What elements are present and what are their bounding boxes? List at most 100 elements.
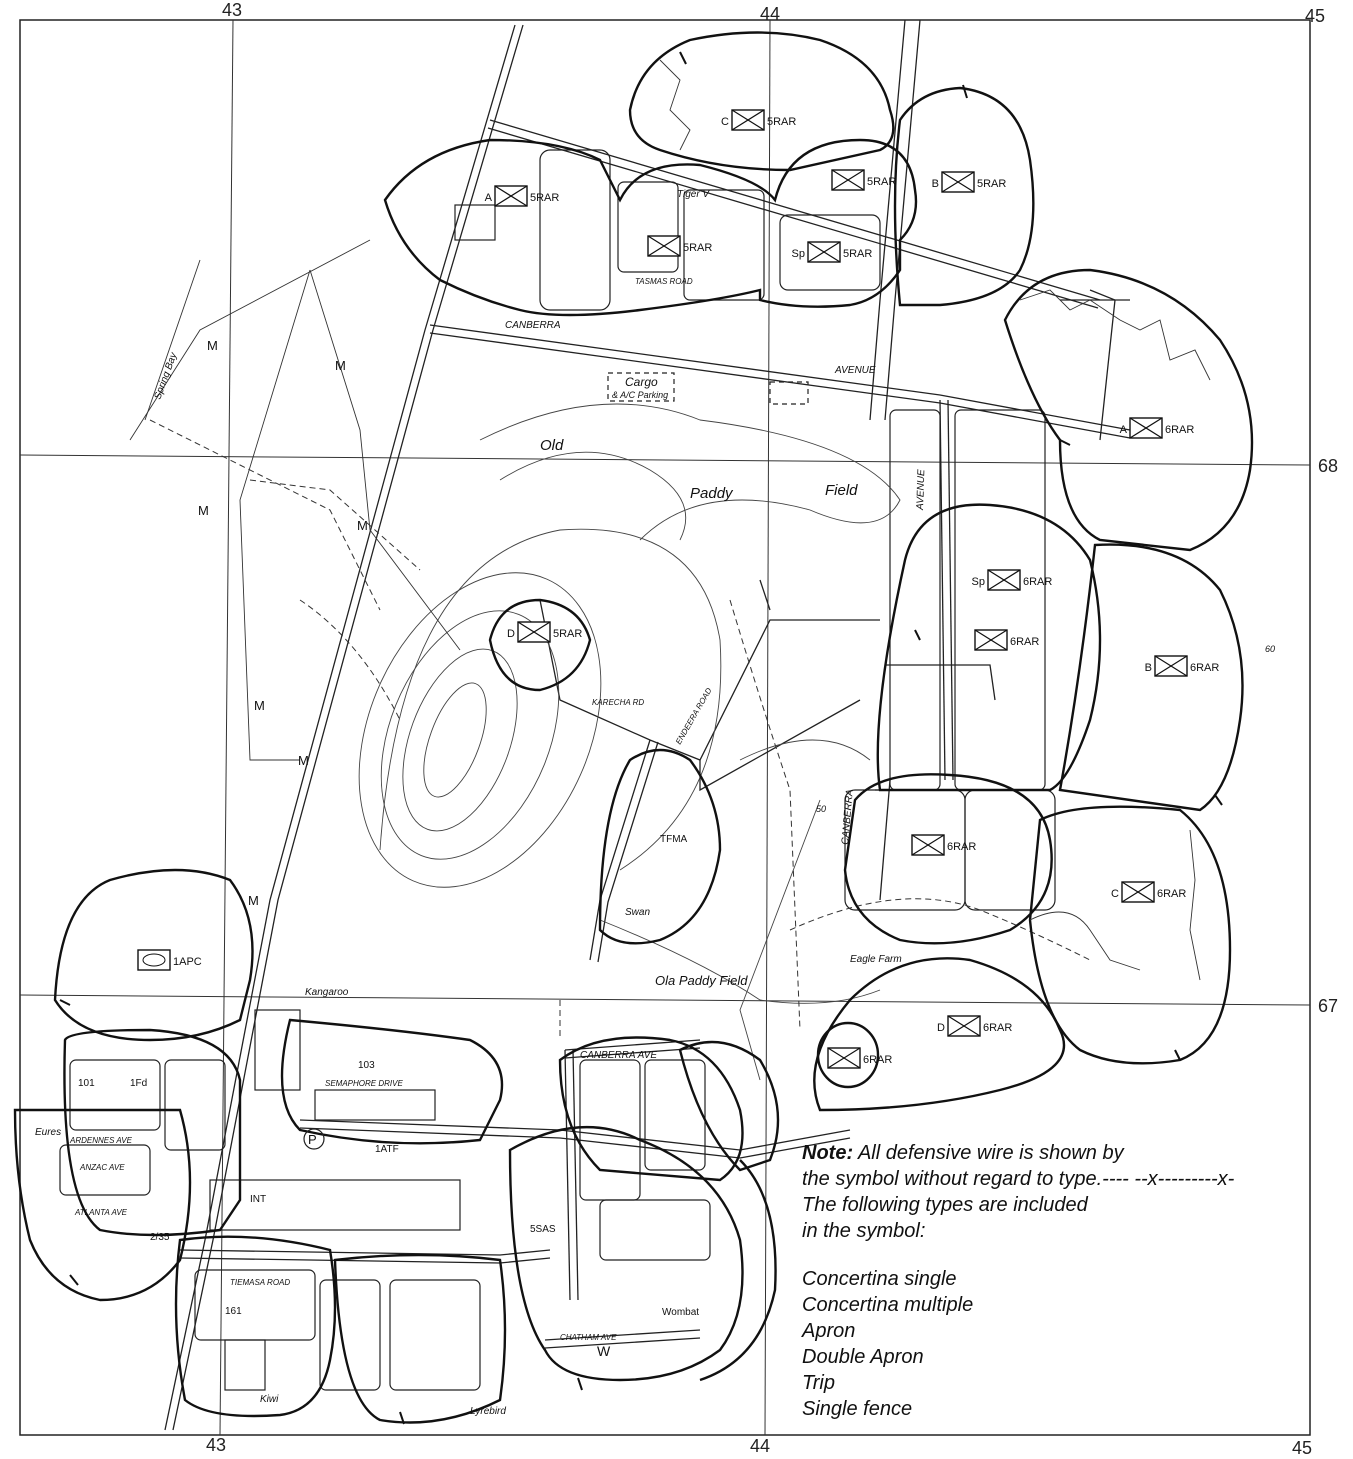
unit-name: 5RAR [530, 192, 559, 204]
unit-symbol: 5RAR [831, 169, 896, 191]
legend-type: Concertina multiple [802, 1294, 974, 1316]
legend-note: Note: All defensive wire is shown by [802, 1140, 1302, 1166]
road-canberra-top: CANBERRA [505, 320, 561, 331]
label-eures: Eures [35, 1127, 61, 1138]
unit-label: 103 [358, 1060, 375, 1071]
unit-prefix: D [937, 1022, 945, 1034]
label-field: Field [825, 482, 858, 499]
unit-symbol: Sp 6RAR [972, 569, 1052, 591]
road-canberra-right: CANBERRA [840, 789, 856, 846]
unit-prefix: Sp [792, 248, 805, 260]
unit-prefix: C [1111, 888, 1119, 900]
grid-easting-43-top: 43 [222, 0, 243, 20]
unit-name: 5RAR [683, 242, 712, 254]
label-old-paddy-lower: Ola Paddy Field [655, 973, 748, 988]
unit-symbol: 6RAR [974, 629, 1039, 651]
label-spring-bay: Spring Bay [152, 350, 179, 401]
unit-name: 6RAR [1023, 576, 1052, 588]
legend-note-line3: The following types are included [802, 1194, 1088, 1216]
legend-type: Apron [802, 1320, 856, 1342]
grid-easting-44-top: 44 [760, 4, 781, 24]
unit-prefix: C [721, 116, 729, 128]
legend-type: Concertina single [802, 1268, 957, 1290]
marker-m-3: M [198, 503, 209, 518]
map-frame [19, 19, 1311, 1436]
legend-type: Single fence [802, 1398, 913, 1420]
grid-easting-44-bottom: 44 [750, 1436, 771, 1456]
unit-name: 5RAR [767, 116, 796, 128]
unit-name: 5RAR [977, 178, 1006, 190]
unit-prefix: B [1145, 662, 1152, 674]
unit-symbol: C 6RAR [1111, 881, 1186, 903]
contour-lines [358, 403, 901, 1081]
label-kangaroo: Kangaroo [305, 987, 349, 998]
marker-m-5: M [254, 698, 265, 713]
unit-prefix: Sp [972, 576, 985, 588]
legend-type-list: Concertina single Concertina multiple Ap… [802, 1266, 1302, 1422]
label-old: Old [540, 437, 564, 454]
road-endeera: ENDEERA ROAD [674, 686, 714, 746]
unit-name: 6RAR [1010, 636, 1039, 648]
grid-easting-45-bottom: 45 [1292, 1438, 1313, 1458]
unit-symbol: D 5RAR [507, 621, 582, 643]
unit-name: 6RAR [1157, 888, 1186, 900]
unit-prefix: A [1120, 424, 1128, 436]
unit-label: 161 [225, 1306, 242, 1317]
grid-easting-45-top: 45 [1305, 6, 1326, 26]
road-avenue-top: AVENUE [834, 365, 876, 376]
road-chatham: CHATHAM AVE [560, 1333, 617, 1342]
unit-symbol: A 5RAR [485, 185, 559, 207]
marker-m-6: M [298, 753, 309, 768]
marker-p: P [308, 1132, 317, 1147]
road-karecha: KARECHA RD [592, 698, 644, 707]
legend-type: Double Apron [802, 1346, 924, 1368]
scrub-outline [659, 59, 1211, 981]
marker-w: W [597, 1343, 611, 1359]
unit-name: 6RAR [983, 1022, 1012, 1034]
unit-name: 6RAR [947, 841, 976, 853]
legend-note-line4: in the symbol: [802, 1220, 926, 1242]
parking-circle [303, 1128, 325, 1150]
label-kiwi: Kiwi [260, 1394, 279, 1405]
grid-northing-67: 67 [1318, 996, 1339, 1016]
unit-symbol: 6RAR [911, 834, 976, 856]
unit-label: TFMA [660, 834, 688, 845]
marker-m-1: M [207, 338, 218, 353]
label-cargo-sub: & A/C Parking [612, 390, 668, 400]
road-canberra-bottom: CANBERRA AVE [580, 1050, 657, 1061]
grid-easting-43-bottom: 43 [206, 1435, 227, 1455]
road-anzac: ANZAC AVE [79, 1163, 125, 1172]
label-paddy: Paddy [690, 485, 734, 502]
legend-note-line1: All defensive wire is shown by [857, 1142, 1124, 1164]
unit-prefix: A [485, 192, 493, 204]
unit-symbol: C 5RAR [721, 109, 796, 131]
unit-name: 5RAR [843, 248, 872, 260]
unit-label: 5SAS [530, 1224, 556, 1235]
road-ardennes: ARDENNES AVE [69, 1136, 133, 1145]
unit-name: 6RAR [863, 1054, 892, 1066]
legend-type: Trip [802, 1372, 835, 1394]
unit-label: 101 [78, 1078, 95, 1089]
wire-gap-marks [59, 51, 1223, 1425]
road-atlanta: ATLANTA AVE [74, 1208, 128, 1217]
road-tasmas: TASMAS ROAD [635, 277, 693, 286]
grid-lines [19, 19, 1311, 1436]
label-eagle-farm: Eagle Farm [850, 954, 902, 965]
unit-label: 1ATF [375, 1144, 399, 1155]
legend: Note: All defensive wire is shown by the… [802, 1140, 1302, 1422]
marker-m-4: M [357, 518, 368, 533]
legend-note-line2: the symbol without regard to type.---- -… [802, 1168, 1235, 1190]
unit-name: 5RAR [553, 628, 582, 640]
label-swan: Swan [625, 907, 650, 918]
contour-50: 50 [816, 804, 826, 814]
unit-symbol: 6RAR [827, 1047, 892, 1069]
tracks [149, 419, 1091, 1040]
unit-label: INT [250, 1194, 266, 1205]
unit-prefix: D [507, 628, 515, 640]
label-cargo: Cargo [625, 375, 658, 389]
road-avenue-right: AVENUE [915, 469, 927, 511]
road-semaphore: SEMAPHORE DRIVE [325, 1079, 403, 1088]
